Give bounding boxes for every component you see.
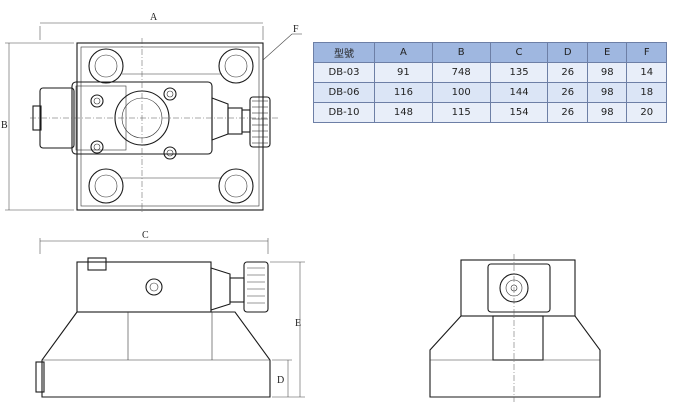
table-cell: 148 bbox=[374, 102, 433, 123]
dim-label-f: F bbox=[293, 24, 299, 35]
front-view bbox=[35, 238, 305, 398]
table-cell: 26 bbox=[547, 102, 588, 123]
table-cell: 115 bbox=[431, 102, 491, 123]
dim-label-c: C bbox=[142, 230, 149, 241]
table-header: E bbox=[586, 42, 628, 63]
table-cell: 100 bbox=[431, 82, 491, 103]
table-cell: 748 bbox=[431, 62, 491, 83]
dim-label-e: E bbox=[295, 318, 301, 329]
table-header: C bbox=[489, 42, 549, 63]
table-cell: DB-10 bbox=[313, 102, 375, 123]
table-cell: 135 bbox=[489, 62, 549, 83]
side-view bbox=[429, 254, 601, 402]
table-cell: 144 bbox=[489, 82, 549, 103]
table-row: DB-10 148 115 154 26 98 20 bbox=[313, 102, 667, 123]
table-row: DB-03 91 748 135 26 98 14 bbox=[313, 62, 667, 83]
table-cell: 116 bbox=[374, 82, 433, 103]
table-header-row: 型號 A B C D E F bbox=[313, 42, 667, 63]
table-cell: 98 bbox=[586, 62, 628, 83]
dim-label-d: D bbox=[277, 375, 284, 386]
dim-label-b: B bbox=[1, 120, 8, 131]
table-header: 型號 bbox=[313, 42, 375, 63]
table-cell: 98 bbox=[586, 82, 628, 103]
dim-label-a: A bbox=[150, 12, 158, 23]
table-cell: 20 bbox=[626, 102, 667, 123]
spec-table: 型號 A B C D E F DB-03 91 748 135 26 98 14… bbox=[313, 42, 667, 123]
table-cell: 18 bbox=[626, 82, 667, 103]
table-cell: 98 bbox=[586, 102, 628, 123]
table-cell: 14 bbox=[626, 62, 667, 83]
table-cell: 26 bbox=[547, 62, 588, 83]
table-cell: 154 bbox=[489, 102, 549, 123]
table-row: DB-06 116 100 144 26 98 18 bbox=[313, 82, 667, 103]
table-cell: 26 bbox=[547, 82, 588, 103]
table-cell: DB-06 bbox=[313, 82, 375, 103]
table-header: A bbox=[374, 42, 433, 63]
table-header: D bbox=[547, 42, 588, 63]
table-cell: 91 bbox=[374, 62, 433, 83]
top-view bbox=[5, 22, 302, 214]
table-header: F bbox=[626, 42, 667, 63]
table-cell: DB-03 bbox=[313, 62, 375, 83]
table-header: B bbox=[431, 42, 491, 63]
